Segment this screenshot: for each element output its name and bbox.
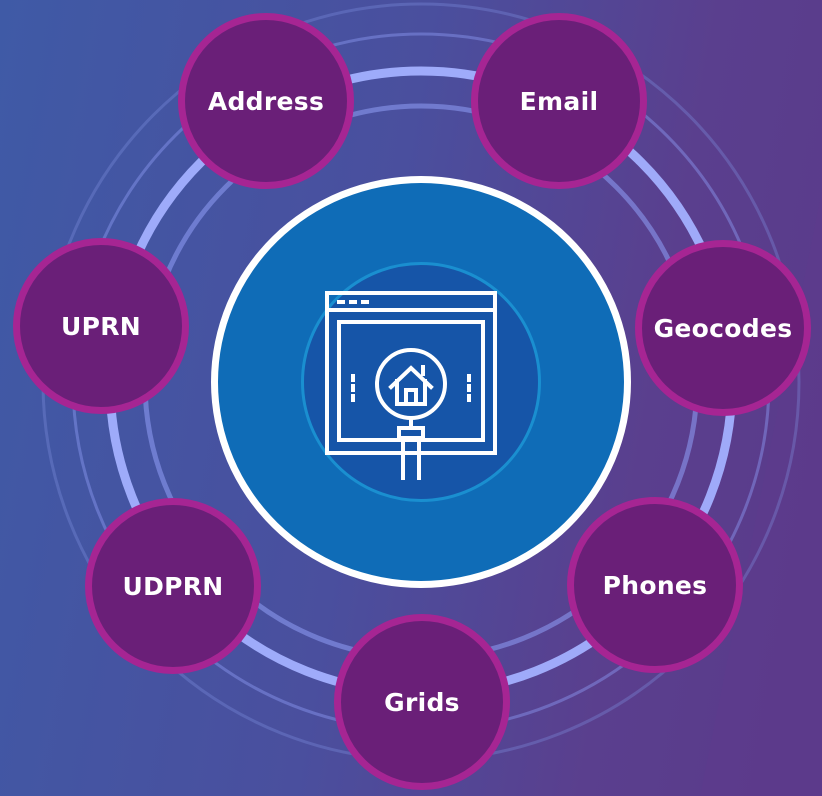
node-label: Address [207,86,325,116]
node-address: Address [178,13,354,189]
node-grids: Grids [334,614,510,790]
node-phones: Phones [567,497,743,673]
node-label: UDPRN [122,571,224,601]
node-label: Email [519,86,599,116]
node-label: Geocodes [653,313,793,343]
node-label: Phones [602,570,708,600]
node-geocodes: Geocodes [635,240,811,416]
node-email: Email [471,13,647,189]
node-label: UPRN [61,311,141,341]
node-label: Grids [384,687,460,717]
node-uprn: UPRN [13,238,189,414]
house-search-browser-icon [325,291,497,480]
node-udprn: UDPRN [85,498,261,674]
